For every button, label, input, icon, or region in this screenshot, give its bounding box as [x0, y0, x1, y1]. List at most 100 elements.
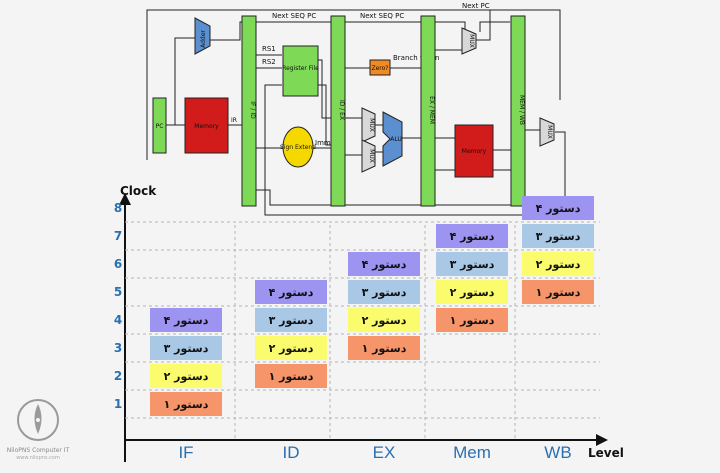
instruction-cell-mem-clock-6: دستور ۳: [436, 252, 508, 276]
regfile-b-wire: [318, 84, 331, 146]
stage-label-if: IF: [178, 443, 193, 462]
instruction-cell-if-clock-1: دستور ۱: [150, 392, 222, 416]
register-file-label: Register File: [282, 65, 319, 72]
instruction-cells: دستور ۱ دستور ۲ دستور ۳ دستور ۴ دستور ۱ دستور…: [150, 196, 594, 416]
chart-grid: [125, 221, 600, 440]
writeback-wire: [264, 84, 566, 216]
watermark-line1: NiloPNS Computer IT: [7, 447, 70, 454]
clock-tick-1: 1: [114, 397, 122, 411]
clock-tick-3: 3: [114, 341, 122, 355]
instruction-cell-mem-clock-5: دستور ۲: [436, 280, 508, 304]
instruction-cell-label: دستور ۲: [362, 314, 407, 327]
mem-wb-label: MEM / WB: [518, 95, 525, 125]
instruction-cell-ex-clock-3: دستور ۱: [348, 336, 420, 360]
next-pc-label: Next PC: [462, 2, 490, 10]
instruction-cell-label: دستور ۳: [164, 342, 209, 355]
x-axis-arrow-icon: [596, 434, 608, 446]
instruction-cell-box: [436, 252, 508, 276]
adder-label: Adder: [200, 30, 207, 48]
instruction-cell-wb-clock-5: دستور ۱: [522, 280, 594, 304]
instruction-cell-mem-clock-4: دستور ۱: [436, 308, 508, 332]
regfile-a-wire: [318, 59, 331, 119]
next-pc-loop-wire: [146, 9, 561, 160]
stage-label-wb: WB: [544, 443, 571, 462]
instruction-cell-box: [150, 364, 222, 388]
alu-label: ALU: [390, 136, 402, 143]
instruction-cell-label: دستور ۳: [269, 314, 314, 327]
if-id-register: [241, 15, 257, 207]
pc-register: [152, 97, 167, 154]
instruction-cell-box: [522, 224, 594, 248]
sign-extend-block: [282, 126, 314, 168]
topmux-out-wire: [475, 10, 491, 41]
instruction-cell-label: دستور ۱: [362, 342, 407, 355]
logo-outer-circle: [17, 399, 59, 441]
instruction-cell-if-clock-3: دستور ۳: [150, 336, 222, 360]
instruction-cell-box: [150, 336, 222, 360]
instruction-cell-if-clock-2: دستور ۲: [150, 364, 222, 388]
clock-tick-4: 4: [114, 313, 122, 327]
id-ex-label: ID / EX: [338, 100, 345, 120]
instruction-cell-ex-clock-4: دستور ۲: [348, 308, 420, 332]
logo-inner-dot: [36, 418, 40, 422]
instruction-cell-label: دستور ۴: [362, 258, 407, 271]
mux-b-block: [361, 139, 376, 173]
instruction-cell-label: دستور ۲: [269, 342, 314, 355]
mux-wb-block: [539, 117, 555, 147]
instruction-memory-block: [184, 97, 229, 154]
next-pc-to-mux-wire: [479, 21, 510, 32]
instruction-cell-label: دستور ۱: [164, 398, 209, 411]
mux-a-label: MUX: [368, 118, 375, 132]
instruction-cell-ex-clock-5: دستور ۳: [348, 280, 420, 304]
instruction-cell-label: دستور ۴: [450, 230, 495, 243]
next-seq-pc-wire-3: [435, 21, 466, 32]
branch-taken-label: Branch taken: [393, 54, 440, 62]
instruction-cell-box: [150, 308, 222, 332]
zero-block: [369, 59, 391, 76]
pipeline-datapath-diagram: [146, 9, 566, 216]
instruction-cell-box: [348, 280, 420, 304]
instruction-cell-box: [522, 196, 594, 220]
instruction-cell-label: دستور ۱: [450, 314, 495, 327]
instruction-cell-box: [255, 280, 327, 304]
instruction-cell-label: دستور ۳: [362, 286, 407, 299]
instruction-cell-label: دستور ۳: [450, 258, 495, 271]
instruction-cell-box: [255, 364, 327, 388]
stage-label-id: ID: [283, 443, 300, 462]
datapath-blocks: Adder PC Memory IR IF / ID RS1 RS2 Regis…: [152, 2, 555, 207]
instruction-cell-id-clock-4: دستور ۳: [255, 308, 327, 332]
instruction-cell-box: [522, 280, 594, 304]
instruction-cell-id-clock-3: دستور ۲: [255, 336, 327, 360]
ir-label: IR: [231, 117, 237, 124]
instruction-cell-box: [436, 308, 508, 332]
data-memory-label: Memory: [462, 148, 487, 155]
instruction-cell-box: [436, 280, 508, 304]
instruction-cell-box: [255, 308, 327, 332]
data-memory-block: [454, 124, 494, 178]
instruction-cell-box: [255, 336, 327, 360]
rs2-label: RS2: [262, 58, 276, 66]
instruction-memory-label: Memory: [194, 123, 219, 130]
instruction-cell-id-clock-2: دستور ۱: [255, 364, 327, 388]
instruction-cell-box: [348, 252, 420, 276]
instruction-cell-label: دستور ۲: [536, 258, 581, 271]
clock-tick-8: 8: [114, 201, 122, 215]
instruction-cell-box: [436, 224, 508, 248]
watermark-logo: NiloPNS Computer IT www.nilopns.com: [7, 399, 70, 461]
instruction-cell-wb-clock-8: دستور ۴: [522, 196, 594, 220]
instruction-cell-box: [348, 308, 420, 332]
instruction-cell-label: دستور ۴: [269, 286, 314, 299]
mux-top-label: MUX: [468, 34, 475, 48]
instruction-cell-ex-clock-6: دستور ۴: [348, 252, 420, 276]
stage-label-ex: EX: [373, 443, 396, 462]
clock-tick-7: 7: [114, 229, 122, 243]
instruction-cell-label: دستور ۱: [269, 370, 314, 383]
ex-mem-register: [420, 15, 436, 207]
instruction-cell-box: [348, 336, 420, 360]
mem-wb-register: [510, 15, 526, 207]
zero-label: Zero?: [372, 65, 389, 72]
instruction-cell-label: دستور ۴: [536, 202, 581, 215]
